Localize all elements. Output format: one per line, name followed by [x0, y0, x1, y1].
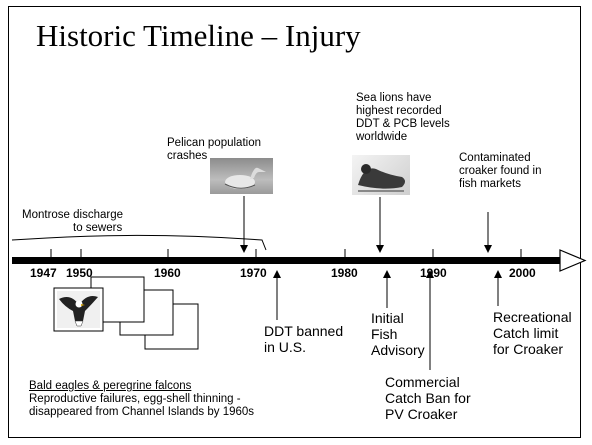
eagles-line2: disappeared from Channel Islands by 1960…	[29, 406, 255, 418]
year-1960: 1960	[154, 266, 181, 280]
advisory-line3: Advisory	[371, 342, 425, 358]
ddt-line1: DDT banned	[264, 323, 344, 339]
croaker-line1: Contaminated	[459, 152, 531, 164]
slide-frame	[8, 6, 581, 438]
montrose-bracket	[11, 234, 267, 251]
eagles-heading: Bald eagles & peregrine falcons	[29, 380, 192, 392]
year-2000: 2000	[509, 266, 536, 280]
pelican-line1: Pelican population	[167, 137, 261, 149]
commercial-line2: Catch Ban for	[385, 390, 471, 406]
recreational-line3: for Croaker	[493, 341, 564, 357]
sealions-line1: Sea lions have	[356, 92, 432, 104]
eagles-line1: Reproductive failures, egg-shell thinnin…	[29, 393, 241, 405]
ddt-line2: in U.S.	[264, 339, 307, 355]
pelican-photo	[210, 158, 273, 194]
timeline-bar	[12, 257, 560, 264]
croaker-line3: fish markets	[459, 178, 521, 190]
sealions-line3: DDT & PCB levels	[356, 118, 450, 130]
eagle-photo	[57, 291, 100, 328]
commercial-line1: Commercial	[385, 374, 460, 390]
sea-lion-photo	[352, 155, 410, 195]
montrose-line1: Montrose discharge	[22, 209, 123, 221]
slide-title: Historic Timeline – Injury	[36, 18, 361, 53]
commercial-arrow	[426, 270, 434, 278]
advisory-line2: Fish	[371, 326, 398, 342]
ddt-arrow	[273, 270, 281, 278]
pelican-arrow	[240, 245, 248, 253]
timeline-arrowhead	[559, 249, 587, 272]
montrose-line2: to sewers	[73, 222, 123, 234]
recreational-line2: Catch limit	[493, 325, 559, 341]
year-1970: 1970	[240, 266, 267, 280]
recreational-line1: Recreational	[493, 309, 572, 325]
advisory-arrow	[383, 270, 391, 278]
croaker-line2: croaker found in	[459, 165, 542, 177]
advisory-line1: Initial	[371, 310, 404, 326]
pelican-line2: crashes	[167, 150, 208, 162]
sealions-line4: worldwide	[356, 131, 408, 143]
year-1950: 1950	[66, 266, 93, 280]
year-1980: 1980	[331, 266, 358, 280]
recreational-arrow	[494, 270, 502, 278]
year-1947: 1947	[30, 266, 57, 280]
croaker-arrow	[484, 245, 492, 253]
sealion-arrow	[376, 245, 384, 253]
year-1990: 1990	[420, 266, 447, 280]
commercial-line3: PV Croaker	[385, 406, 458, 422]
sealions-line2: highest recorded	[356, 105, 442, 117]
